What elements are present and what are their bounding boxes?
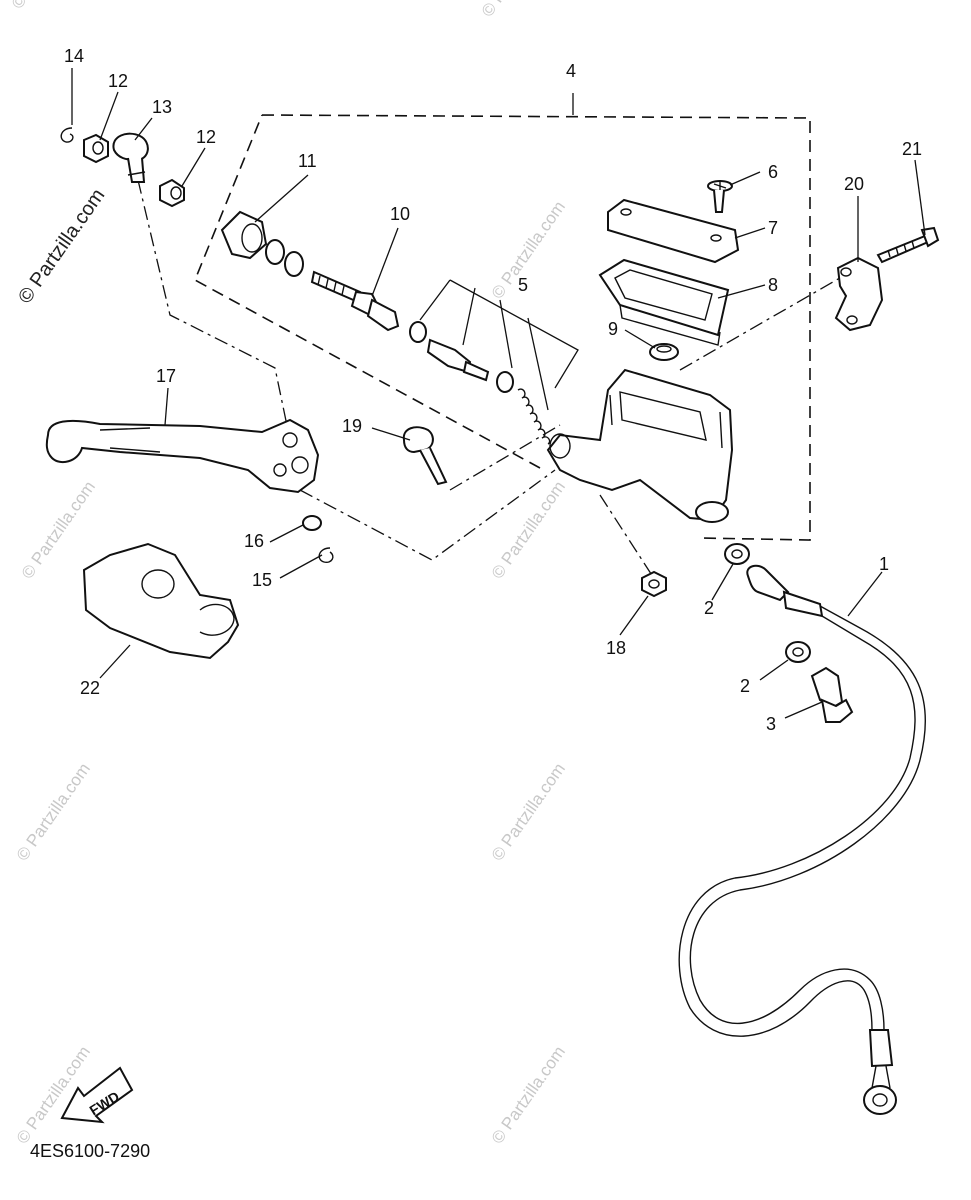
leader-lines: [71, 68, 926, 719]
callout-2: 2: [740, 676, 750, 696]
circlip-part-15: [318, 547, 334, 564]
clamp-part-20: [834, 256, 884, 332]
clip-part-14: [60, 127, 74, 143]
brake-hose-part-1: [678, 564, 927, 1115]
watermark-text: © Partzi: [8, 0, 58, 12]
callout-13: 13: [152, 97, 172, 117]
washer-part-2: [785, 641, 811, 663]
lever-part-17: [45, 418, 320, 494]
callout-4: 4: [566, 61, 576, 81]
callout-14: 14: [64, 46, 84, 66]
watermark-text: © Partzilla.com: [488, 198, 569, 303]
washer-part-2-inner: [792, 647, 804, 657]
nut-part-18: [641, 570, 667, 598]
callout-3: 3: [766, 714, 776, 734]
callout-12: 12: [196, 127, 216, 147]
banjo-bolt-part-3: [810, 666, 854, 723]
watermark-text: © Partzilla.com: [488, 478, 569, 583]
callouts: 4 14 12 13 12 11 10 6 7 8 5 9 20 21 17 1…: [64, 46, 922, 734]
assembly-lines: [137, 179, 846, 581]
callout-15: 15: [252, 570, 272, 590]
callout-2: 2: [704, 598, 714, 618]
callout-22: 22: [80, 678, 100, 698]
callout-21: 21: [902, 139, 922, 159]
diagram-code: 4ES6100-7290: [30, 1141, 150, 1161]
diaphragm-part-8: [598, 258, 730, 346]
bolt-part-21: [876, 226, 940, 264]
nut-part-12: [83, 133, 109, 164]
screw-part-6: [707, 180, 733, 213]
callout-5: 5: [518, 275, 528, 295]
callout-20: 20: [844, 174, 864, 194]
push-rod-part-10: [310, 270, 400, 332]
watermark-text: © Partzi: [478, 0, 528, 20]
callout-10: 10: [390, 204, 410, 224]
callout-8: 8: [768, 275, 778, 295]
callout-6: 6: [768, 162, 778, 182]
watermark-text: © Partzilla.com: [488, 1043, 569, 1148]
cover-part-22: [82, 542, 240, 660]
callout-1: 1: [879, 554, 889, 574]
washer-part-2-inner: [731, 549, 743, 559]
pivot-bolt-part-19: [402, 426, 448, 486]
watermark-text: © Partzilla.com: [18, 478, 99, 583]
nut-part-12: [159, 178, 185, 208]
callout-16: 16: [244, 531, 264, 551]
callout-12: 12: [108, 71, 128, 91]
adjuster-bolt-part-13: [112, 132, 149, 183]
grommet-part-9: [649, 343, 679, 361]
reservoir-cap-part-7: [607, 198, 740, 264]
callout-17: 17: [156, 366, 176, 386]
washer-part-16: [302, 515, 322, 531]
watermark-text-dark: © Partzilla.com: [14, 185, 109, 308]
washer-part-2: [724, 543, 750, 565]
piston-kit-part-5: [409, 279, 579, 445]
watermark-text: © Partzilla.com: [488, 760, 569, 865]
callout-18: 18: [606, 638, 626, 658]
boot-part-11: [220, 210, 304, 277]
watermark-text: © Partzilla.com: [13, 760, 94, 865]
callout-19: 19: [342, 416, 362, 436]
assembly-4-boundary: [193, 114, 811, 541]
callout-11: 11: [298, 151, 317, 171]
callout-9: 9: [608, 319, 618, 339]
master-cylinder-body: [546, 368, 734, 523]
callout-7: 7: [768, 218, 778, 238]
